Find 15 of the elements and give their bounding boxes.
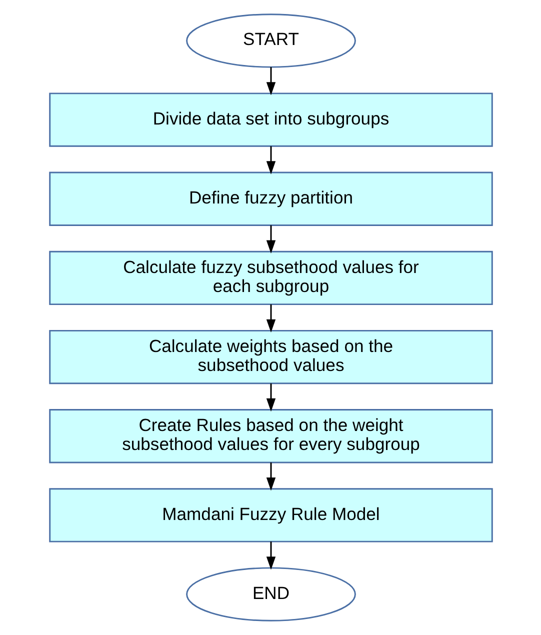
arrow — [266, 146, 276, 174]
node-box: Divide data set into subgroups — [48, 92, 492, 147]
node-box: Mamdani Fuzzy Rule Model — [48, 488, 492, 542]
node-ellipse: START — [186, 14, 356, 68]
node-box: Calculate fuzzy subsethood values for each subgroup — [48, 250, 492, 306]
arrow — [266, 462, 276, 491]
arrow — [266, 383, 276, 412]
node-box: Calculate weights based on the subsethood values — [48, 330, 492, 384]
node-box: Define fuzzy partition — [48, 172, 492, 226]
arrow — [266, 225, 276, 254]
arrow — [266, 304, 276, 333]
node-box: Create Rules based on the weight subsethood values for every subgroup — [48, 409, 492, 464]
node-ellipse: END — [186, 567, 356, 622]
arrow — [266, 67, 276, 96]
arrow — [266, 542, 276, 570]
